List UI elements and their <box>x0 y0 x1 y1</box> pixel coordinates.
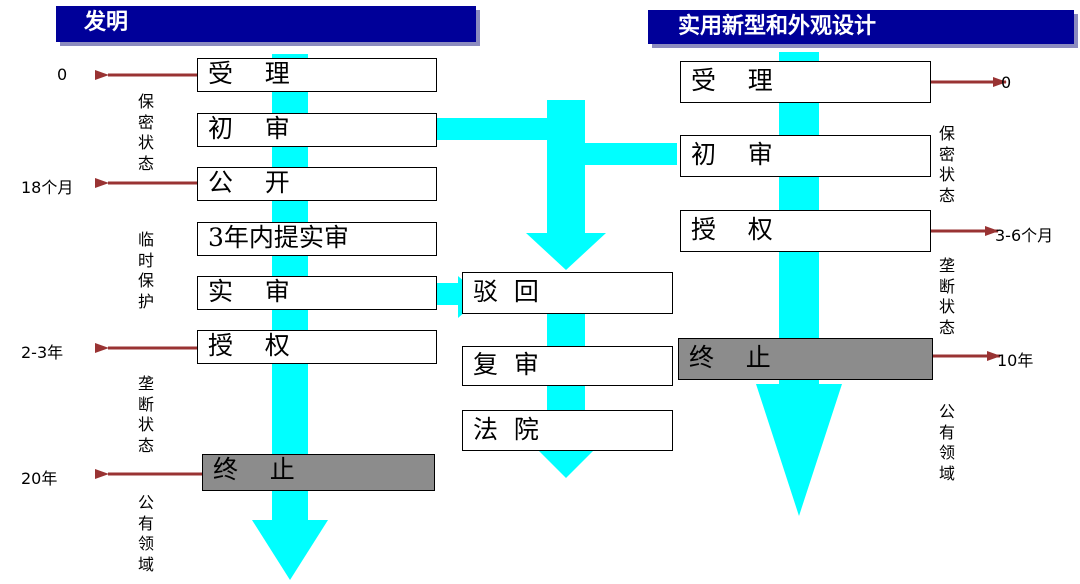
left-box-request-exam: 3年内提实审 <box>197 222 437 256</box>
mid-box-reject: 驳 回 <box>462 272 673 314</box>
left-box-terminate: 终 止 <box>202 454 435 491</box>
left-time-2-3y: 2-3年 <box>21 343 64 362</box>
left-box-publish: 公 开 <box>197 167 437 201</box>
right-state-secret: 保密状态 <box>938 124 955 205</box>
right-state-monopoly: 垄断状态 <box>938 256 955 337</box>
left-box-substantive-exam: 实 审 <box>197 276 437 310</box>
right-state-public: 公有领域 <box>938 402 955 483</box>
left-box-prelim: 初 审 <box>197 113 437 147</box>
right-time-3-6m: 3-6个月 <box>995 226 1054 245</box>
mid-upper-head <box>526 233 606 270</box>
mid-upper-shaft <box>547 100 585 235</box>
connector-exam-reject <box>437 283 461 305</box>
connector-left-mid <box>437 118 547 140</box>
right-box-prelim: 初 审 <box>680 135 931 177</box>
left-box-accept: 受 理 <box>197 58 437 92</box>
left-state-provisional: 临时保护 <box>137 230 154 311</box>
right-flow-head <box>756 384 842 516</box>
mid-lower-head <box>538 450 594 478</box>
right-time-0: 0 <box>1001 73 1012 92</box>
right-box-grant: 授 权 <box>680 210 931 252</box>
left-state-monopoly: 垄断状态 <box>137 374 154 455</box>
right-box-terminate: 终 止 <box>678 338 933 380</box>
left-state-public: 公有领域 <box>137 493 154 574</box>
mid-box-court: 法 院 <box>462 410 673 451</box>
left-state-secret: 保密状态 <box>137 92 154 173</box>
mid-box-reexam: 复 审 <box>462 346 673 386</box>
left-time-20y: 20年 <box>21 469 58 488</box>
right-box-accept: 受 理 <box>680 61 931 103</box>
right-time-10y: 10年 <box>997 351 1034 370</box>
left-box-grant: 授 权 <box>197 330 437 364</box>
right-panel-title: 实用新型和外观设计 <box>648 10 1074 44</box>
left-panel-title: 发明 <box>56 6 476 42</box>
left-time-0: 0 <box>57 65 68 84</box>
left-flow-head <box>252 520 328 580</box>
left-time-18m: 18个月 <box>21 178 74 197</box>
